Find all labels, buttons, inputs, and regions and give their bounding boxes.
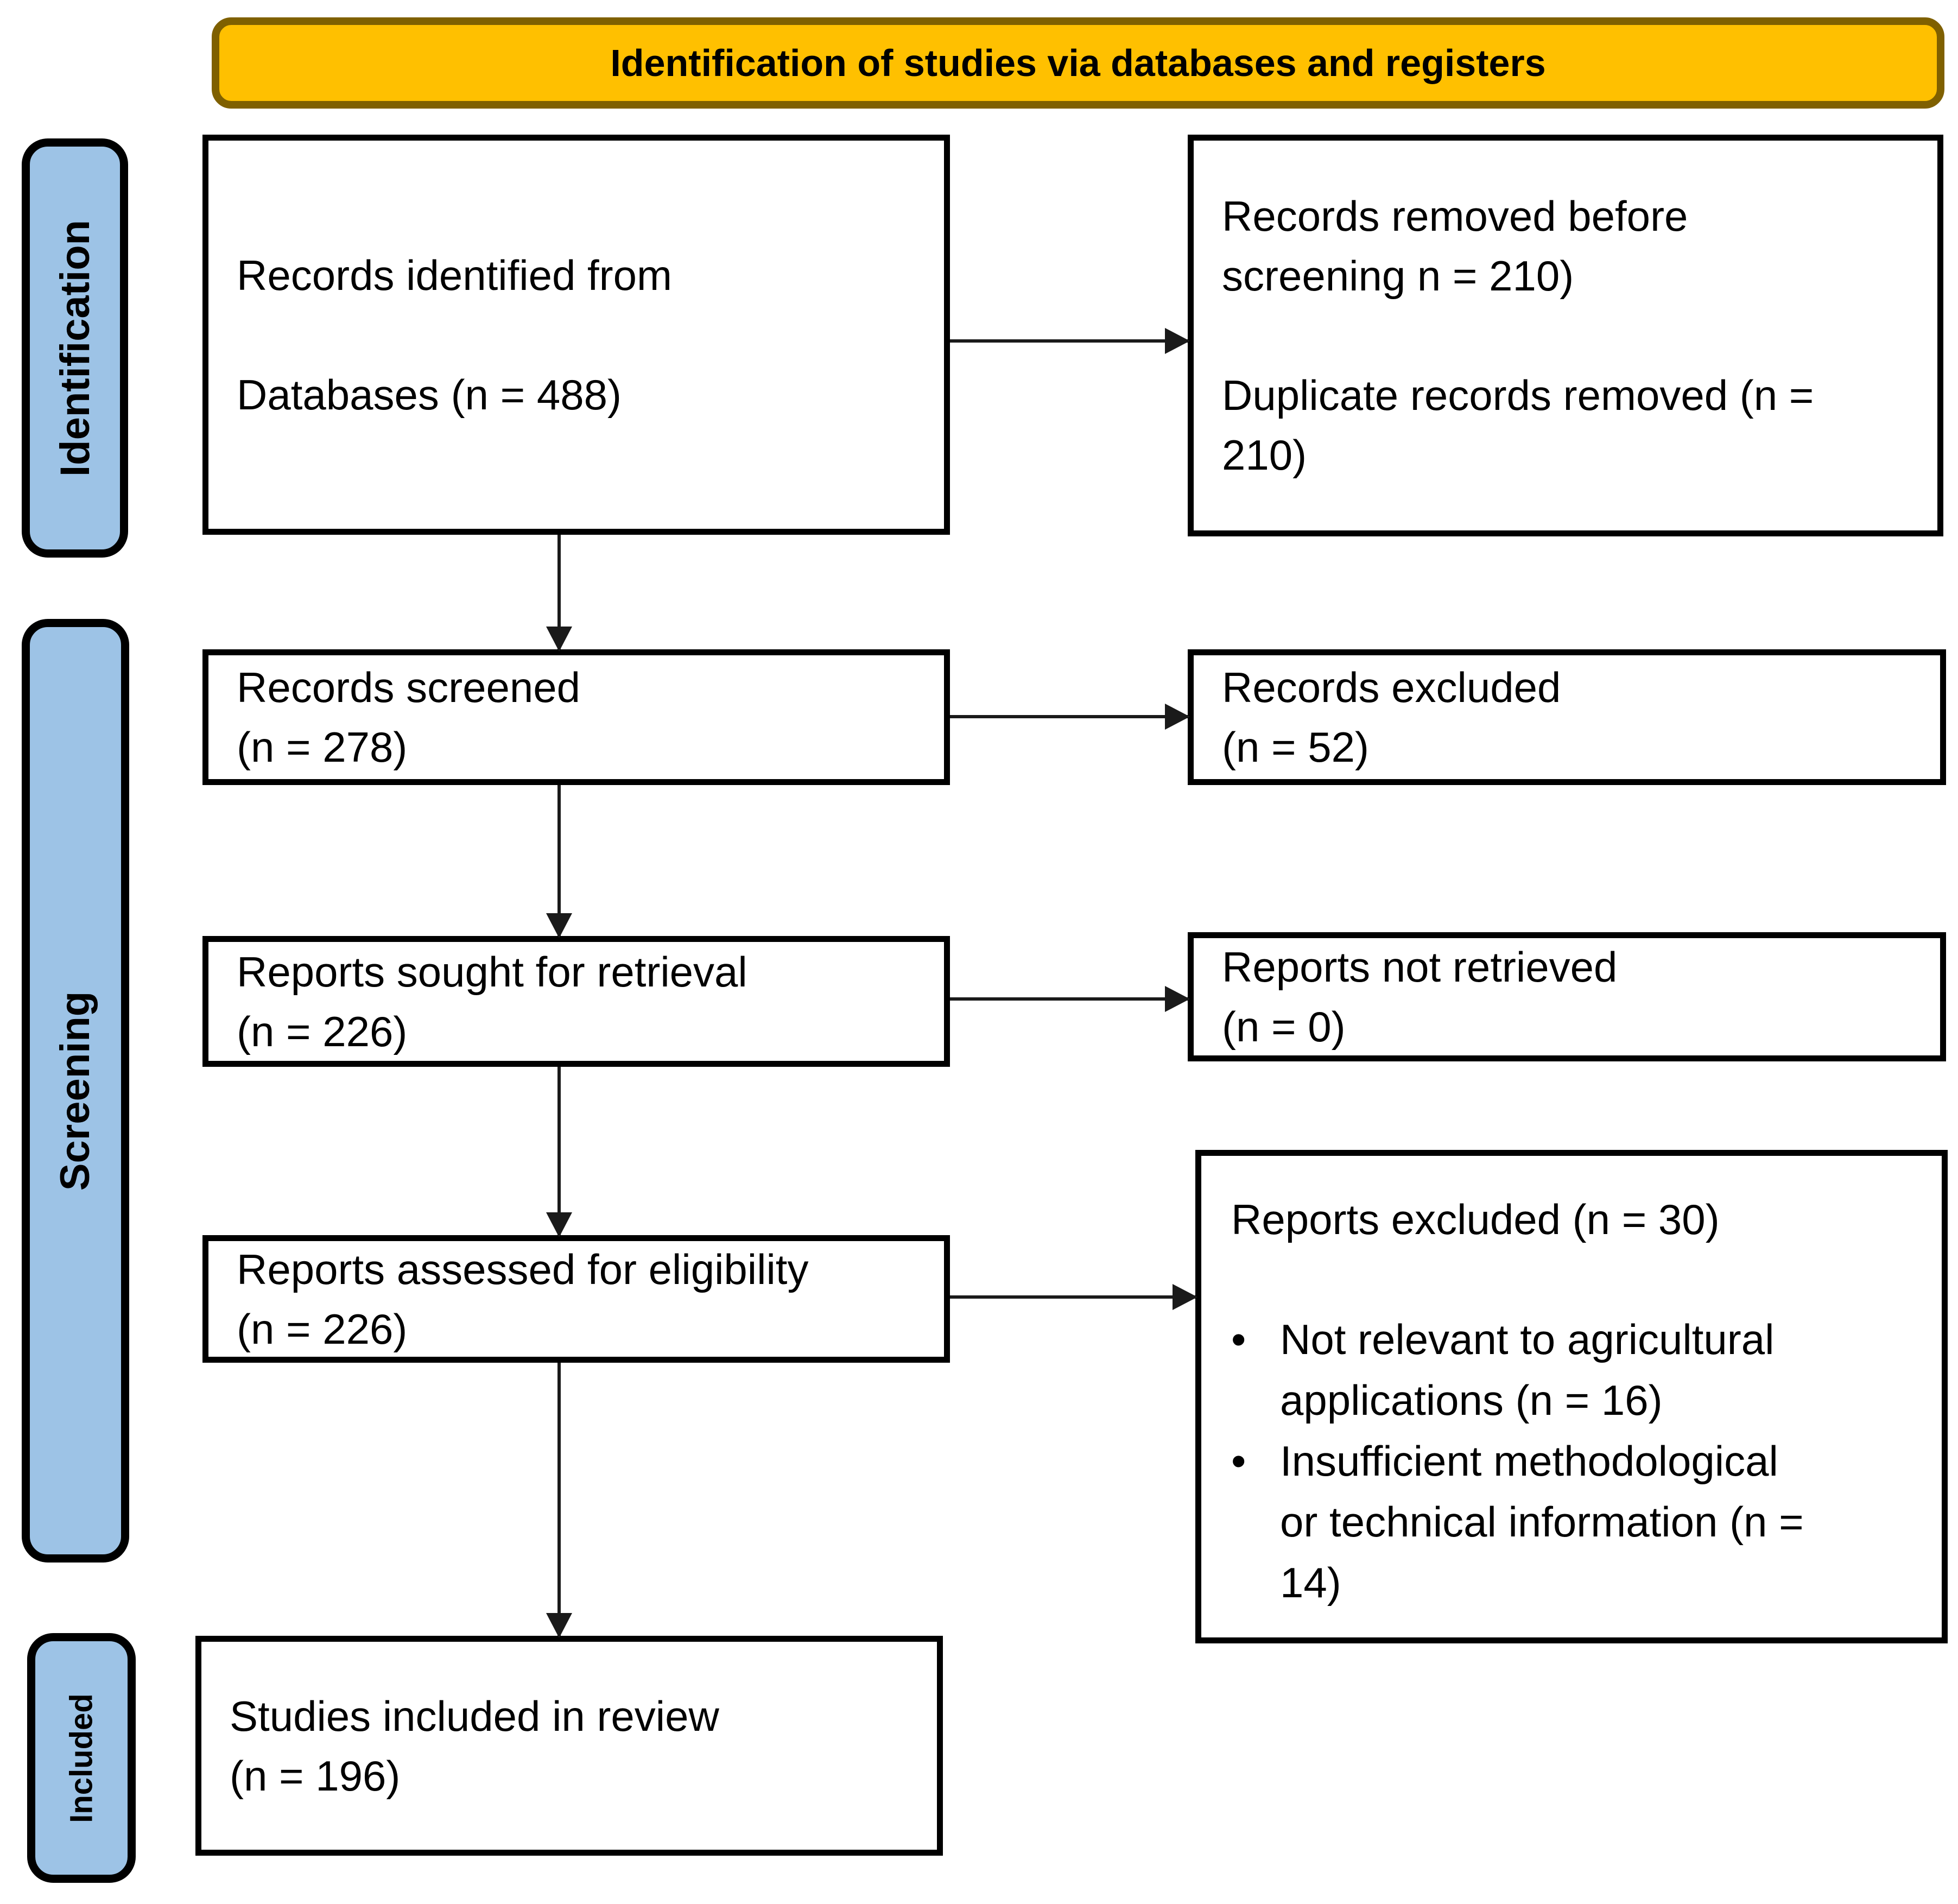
box-text-line: Duplicate records removed (n = bbox=[1222, 371, 1814, 419]
stage-label-identification: Identification bbox=[52, 219, 98, 477]
box-text-line: (n = 196) bbox=[230, 1751, 401, 1800]
box-text-line: Records removed before bbox=[1222, 192, 1688, 240]
box-text-line: Reports sought for retrieval bbox=[237, 947, 747, 996]
box-text-spacer bbox=[1222, 306, 1922, 365]
arrow-sought-to-not-retrieved bbox=[950, 997, 1188, 1001]
arrow-assessed-to-excluded bbox=[950, 1295, 1195, 1299]
box-reports-sought: Reports sought for retrieval (n = 226) bbox=[202, 936, 950, 1067]
arrow-identified-to-screened bbox=[557, 535, 561, 649]
box-records-identified: Records identified from Databases (n = 4… bbox=[202, 135, 950, 535]
box-reports-not-retrieved: Reports not retrieved (n = 0) bbox=[1188, 932, 1946, 1061]
box-text-line: Records excluded bbox=[1222, 663, 1561, 711]
box-text-spacer bbox=[237, 305, 929, 365]
box-text-line: Studies included in review bbox=[230, 1692, 719, 1740]
box-records-excluded: Records excluded (n = 52) bbox=[1188, 649, 1946, 785]
box-text-line: screening n = 210) bbox=[1222, 252, 1574, 300]
box-reports-excluded: Reports excluded (n = 30) • Not relevant… bbox=[1195, 1150, 1948, 1643]
box-records-screened: Records screened (n = 278) bbox=[202, 649, 950, 785]
banner: Identification of studies via databases … bbox=[212, 17, 1944, 109]
arrow-identified-to-removed bbox=[950, 339, 1188, 343]
stage-label-screening: Screening bbox=[52, 991, 99, 1191]
stage-label-included: Included bbox=[64, 1693, 99, 1823]
box-text-line: Insufficient methodological bbox=[1280, 1437, 1778, 1485]
box-text-line: (n = 0) bbox=[1222, 1003, 1346, 1051]
box-text-line: (n = 278) bbox=[237, 723, 408, 771]
exclusion-reason-item: • Not relevant to agricultural applicati… bbox=[1231, 1309, 1927, 1431]
banner-label: Identification of studies via databases … bbox=[610, 42, 1546, 84]
box-title-line: Reports excluded (n = 30) bbox=[1231, 1195, 1720, 1243]
stage-tab-identification: Identification bbox=[22, 138, 128, 558]
box-text-line: Records screened bbox=[237, 663, 580, 711]
bullet-text: Insufficient methodological or technical… bbox=[1280, 1431, 1804, 1613]
box-text-line: (n = 226) bbox=[237, 1305, 408, 1353]
box-text-line: or technical information (n = bbox=[1280, 1498, 1804, 1546]
box-reports-assessed: Reports assessed for eligibility (n = 22… bbox=[202, 1235, 950, 1363]
box-studies-included: Studies included in review (n = 196) bbox=[195, 1636, 943, 1856]
box-text-line: applications (n = 16) bbox=[1280, 1376, 1663, 1424]
box-text-line: 210) bbox=[1222, 431, 1307, 479]
box-text-line: (n = 52) bbox=[1222, 723, 1369, 771]
box-text-line: Reports assessed for eligibility bbox=[237, 1245, 809, 1293]
stage-tab-included: Included bbox=[27, 1633, 136, 1883]
arrow-assessed-to-included bbox=[557, 1363, 561, 1636]
bullet-text: Not relevant to agricultural application… bbox=[1280, 1309, 1774, 1431]
exclusion-reason-list: • Not relevant to agricultural applicati… bbox=[1231, 1309, 1927, 1613]
bullet-icon: • bbox=[1231, 1315, 1246, 1363]
box-records-removed: Records removed before screening n = 210… bbox=[1188, 135, 1943, 536]
arrow-screened-to-excluded bbox=[950, 715, 1188, 718]
box-text-spacer bbox=[1231, 1249, 1927, 1309]
box-text-line: (n = 226) bbox=[237, 1007, 408, 1055]
arrow-screened-to-sought bbox=[557, 785, 561, 936]
exclusion-reason-item: • Insufficient methodological or technic… bbox=[1231, 1431, 1927, 1613]
box-text-line: Records identified from bbox=[237, 251, 673, 299]
box-text-line: Reports not retrieved bbox=[1222, 943, 1618, 991]
bullet-icon: • bbox=[1231, 1437, 1246, 1485]
stage-tab-screening: Screening bbox=[22, 619, 129, 1563]
box-text-line: Not relevant to agricultural bbox=[1280, 1315, 1775, 1363]
arrow-sought-to-assessed bbox=[557, 1067, 561, 1235]
box-text-line: 14) bbox=[1280, 1559, 1341, 1606]
box-text-line: Databases (n = 488) bbox=[237, 370, 622, 419]
